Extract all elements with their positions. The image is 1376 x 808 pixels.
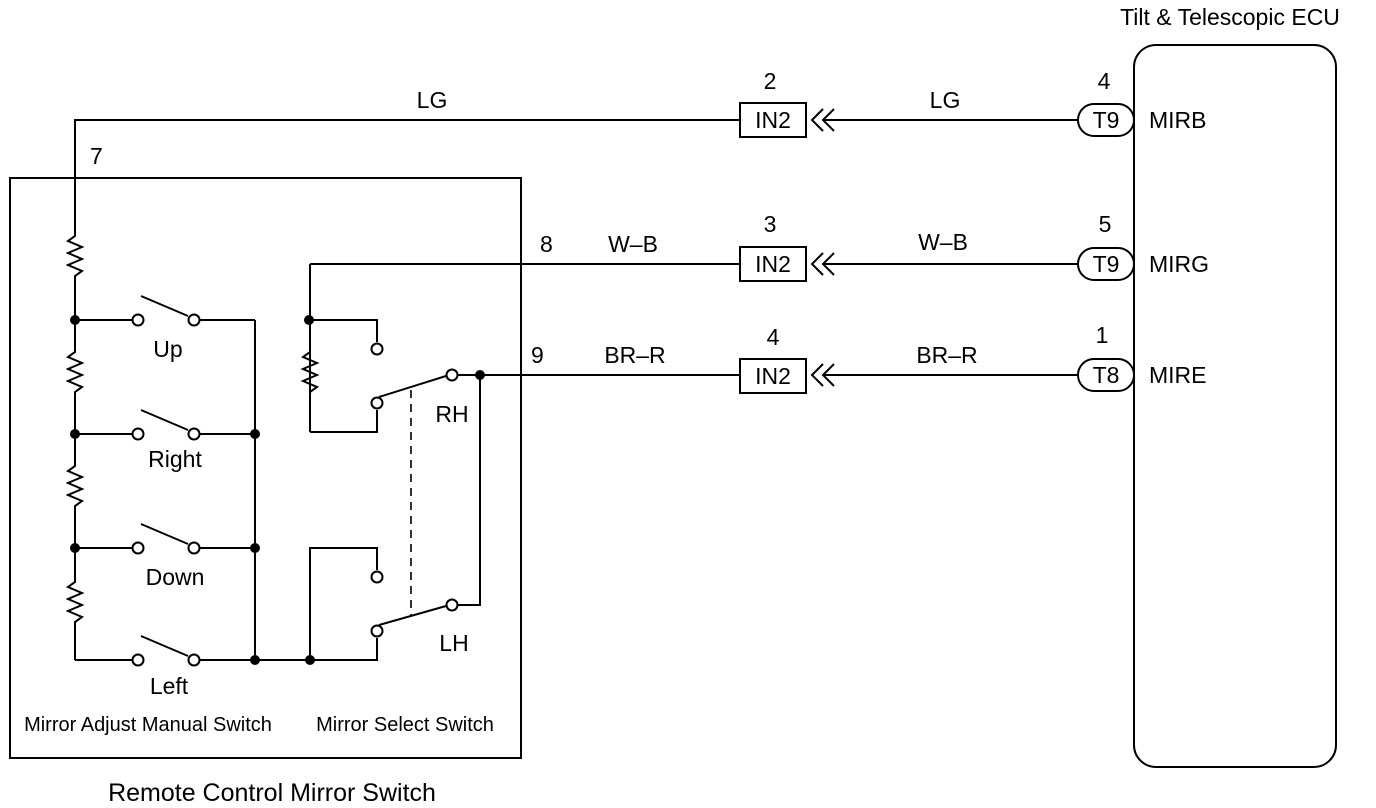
switch-box xyxy=(9,177,522,759)
circuit-mirb: LG 7 IN2 2 LG T9 4 MIRB xyxy=(74,68,1207,178)
connector-in2-1 xyxy=(739,102,807,138)
select-resistor xyxy=(300,351,320,393)
resistor-3 xyxy=(65,434,85,548)
down-contact-b xyxy=(187,541,201,555)
switch-down-label: Down xyxy=(146,564,205,590)
ecu-connector-t8 xyxy=(1077,358,1135,392)
wire-color-wb-right: W–B xyxy=(918,229,968,255)
connector-in2-2-label: IN2 xyxy=(755,251,791,277)
ecu-connector-t9-a-label: T9 xyxy=(1093,107,1120,133)
switch-box-title: Remote Control Mirror Switch xyxy=(108,779,436,807)
switch-up-label: Up xyxy=(153,336,182,362)
connector-in2-3-label: IN2 xyxy=(755,363,791,389)
right-contact-a xyxy=(131,427,145,441)
ecu-connector-t8-label: T8 xyxy=(1093,362,1120,388)
ecu-pin-1: 1 xyxy=(1096,322,1109,348)
switch-rh-label: RH xyxy=(435,401,468,427)
signal-mirg: MIRG xyxy=(1149,251,1209,277)
down-contact-a xyxy=(131,541,145,555)
wire-lg-left xyxy=(74,119,740,178)
connector-in2-3 xyxy=(739,358,807,394)
lh-lower-contact xyxy=(370,624,384,638)
resistor-4 xyxy=(65,548,85,660)
left-switch-blade xyxy=(140,635,189,657)
right-contact-b xyxy=(187,427,201,441)
connector-in2-2 xyxy=(739,246,807,282)
down-switch-blade xyxy=(140,523,189,545)
mirror-select-switch: RH LH xyxy=(300,264,485,661)
lh-upper-contact xyxy=(370,570,384,584)
left-contact-a xyxy=(131,653,145,667)
signal-mirb: MIRB xyxy=(1149,107,1207,133)
rh-switch-blade xyxy=(378,375,447,398)
rh-lower-contact xyxy=(370,396,384,410)
select-switch-label: Mirror Select Switch xyxy=(316,714,494,736)
ecu-pin-5: 5 xyxy=(1099,211,1112,237)
connector-pin-2: 2 xyxy=(764,68,777,94)
lh-common-contact xyxy=(445,598,459,612)
wire-color-brr-left: BR–R xyxy=(604,342,665,368)
circuit-mire: 9 BR–R IN2 4 BR–R T8 1 MIRE xyxy=(480,322,1207,394)
ecu-body xyxy=(1133,44,1337,768)
wire-color-wb-left: W–B xyxy=(608,231,658,257)
up-switch-blade xyxy=(140,295,189,317)
connector-in2-1-label: IN2 xyxy=(755,107,791,133)
switch-left-label: Left xyxy=(150,673,189,699)
ecu-connector-t9-b xyxy=(1077,247,1135,281)
pin-7-label: 7 xyxy=(90,143,103,169)
pin-8-label: 8 xyxy=(540,231,553,257)
ecu-pin-4: 4 xyxy=(1098,68,1111,94)
wire-color-lg-left: LG xyxy=(417,87,448,113)
connector-pin-3: 3 xyxy=(764,211,777,237)
resistor-2 xyxy=(65,320,85,434)
rh-upper-contact xyxy=(370,342,384,356)
pin-9-label: 9 xyxy=(531,342,544,368)
mirror-adjust-switch: Up Right Down Left xyxy=(65,178,315,699)
ecu-title: Tilt & Telescopic ECU xyxy=(1120,4,1340,30)
connector-pin-4: 4 xyxy=(767,324,780,350)
resistor-1 xyxy=(65,178,85,320)
up-contact-b xyxy=(187,313,201,327)
ecu-connector-t9-a xyxy=(1077,103,1135,137)
ecu-connector-t9-b-label: T9 xyxy=(1093,251,1120,277)
up-contact-a xyxy=(131,313,145,327)
signal-mire: MIRE xyxy=(1149,362,1207,388)
adjust-switch-label: Mirror Adjust Manual Switch xyxy=(24,714,272,736)
right-switch-blade xyxy=(140,409,189,431)
left-contact-b xyxy=(187,653,201,667)
wire-color-brr-right: BR–R xyxy=(916,342,977,368)
lh-switch-blade xyxy=(378,605,447,626)
switch-right-label: Right xyxy=(148,446,202,472)
circuit-mirg: 8 W–B IN2 3 W–B T9 5 MIRG xyxy=(310,211,1209,282)
wire-color-lg-right: LG xyxy=(930,87,961,113)
switch-lh-label: LH xyxy=(439,630,468,656)
rh-common-contact xyxy=(445,368,459,382)
